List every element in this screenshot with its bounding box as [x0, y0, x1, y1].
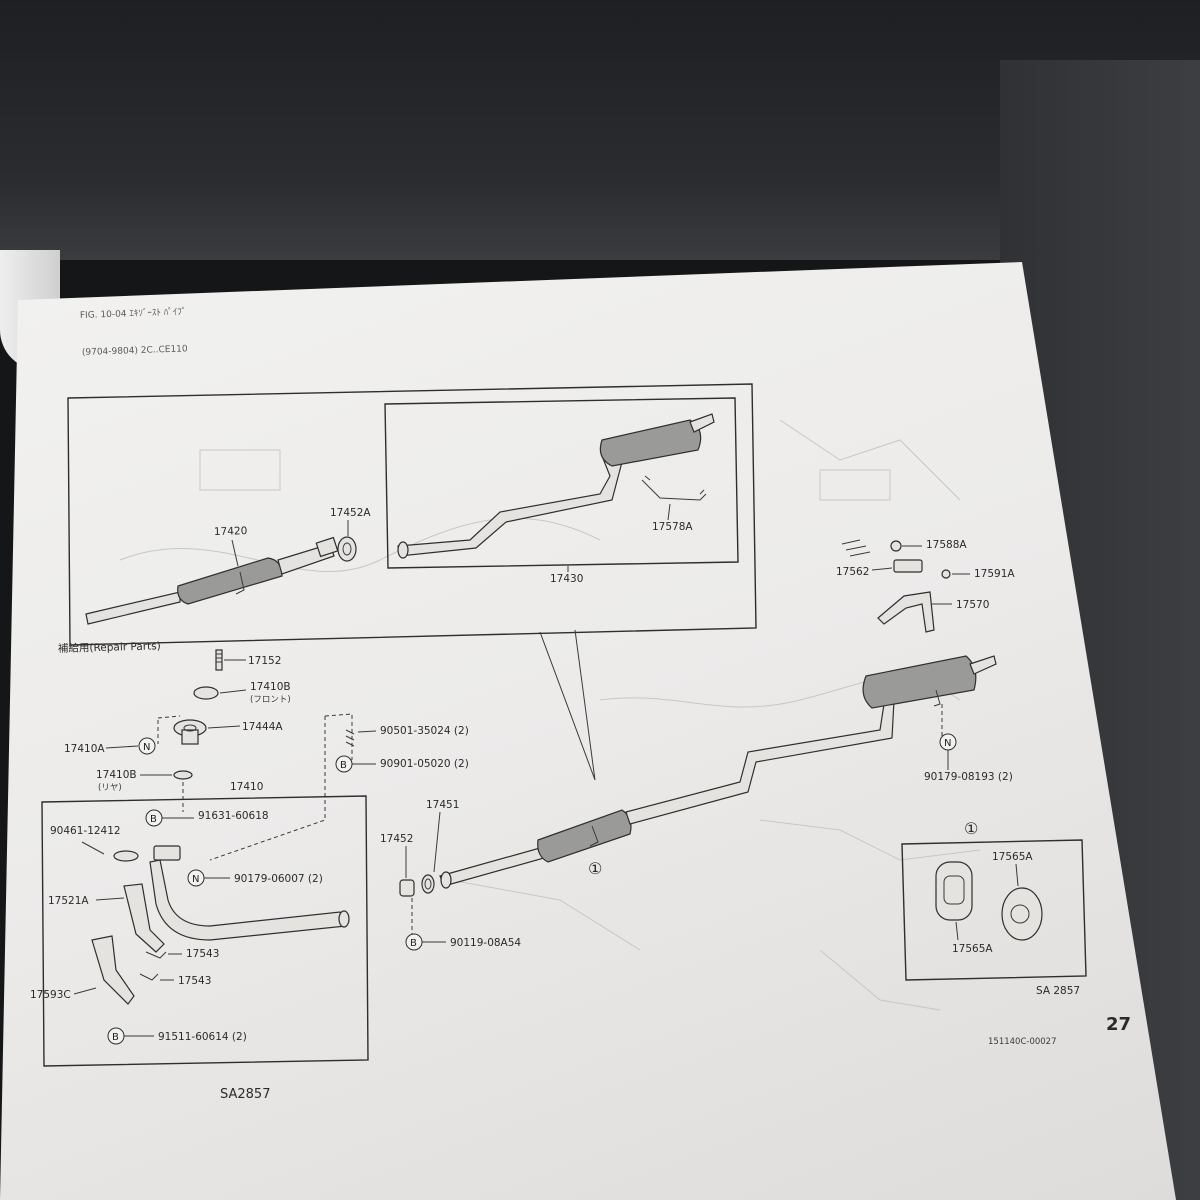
label-17591A: 17591A — [974, 568, 1015, 580]
rear-pipe-inset-frame — [384, 397, 739, 569]
svg-text:N: N — [192, 874, 199, 885]
callout-pointer — [539, 629, 596, 781]
svg-text:B: B — [340, 760, 347, 771]
label-90461-12412: 90461-12412 — [50, 825, 121, 837]
symbol-b-90119: B — [405, 933, 423, 951]
svg-text:B: B — [410, 938, 417, 949]
svg-text:N: N — [944, 738, 951, 749]
inset-hanger-frame — [901, 839, 1087, 981]
label-90179-08193: 90179-08193 (2) — [924, 771, 1013, 783]
label-17444A: 17444A — [242, 721, 283, 733]
bottom-sa-code: SA2857 — [220, 1087, 270, 1102]
gasket-17410B-rear — [173, 770, 193, 780]
label-17420: 17420 — [214, 525, 248, 538]
clamp-90461 — [113, 850, 139, 862]
label-91631-60618: 91631-60618 — [198, 810, 269, 822]
label-17570: 17570 — [956, 599, 989, 611]
bolt-17543-b — [139, 973, 159, 981]
nut-17591A — [941, 569, 951, 579]
repair-parts-frame — [67, 383, 757, 646]
flange-17444A — [173, 719, 207, 745]
nut-17588A — [890, 540, 902, 552]
heat-insulator-17593C — [91, 935, 135, 1005]
label-17521A: 17521A — [48, 895, 89, 907]
bolt-17543-a — [145, 951, 167, 959]
symbol-n-90179-06007: N — [187, 869, 205, 887]
label-17565A-top: 17565A — [992, 851, 1033, 863]
label-17562: 17562 — [836, 566, 869, 578]
inset-sa-code: SA 2857 — [1036, 985, 1080, 997]
label-17452: 17452 — [380, 833, 413, 845]
label-17152: 17152 — [248, 655, 281, 667]
gasket-17452 — [399, 879, 415, 897]
catalog-code: 151140C-00027 — [988, 1037, 1057, 1047]
circle-one-marker: ① — [588, 859, 602, 878]
label-front: (フロント) — [250, 695, 291, 705]
label-90901-05020: 90901-05020 (2) — [380, 758, 469, 770]
cushion-17562 — [893, 559, 923, 573]
stud-17152 — [215, 649, 223, 671]
center-pipe-assembly — [439, 683, 895, 889]
inset-circle-one: ① — [964, 819, 978, 838]
hanger-17565A-a — [935, 861, 973, 921]
label-90501-35024: 90501-35024 (2) — [380, 725, 469, 737]
symbol-b-90901: B — [335, 755, 353, 773]
gasket-17410B-front — [193, 686, 219, 700]
label-rear: (リヤ) — [98, 783, 122, 793]
svg-text:N: N — [143, 742, 150, 753]
symbol-n-17410A: N — [138, 737, 156, 755]
svg-text:B: B — [150, 814, 157, 825]
figure-title: FIG. 10-04 ｴｷｿﾞｰｽﾄ ﾊﾟｲﾌﾟ — [80, 306, 187, 321]
label-17410B-front: 17410B — [250, 681, 291, 693]
label-17543-b: 17543 — [178, 975, 211, 987]
label-17410A: 17410A — [64, 743, 105, 755]
hanger-17565A-b — [1001, 887, 1043, 941]
repair-parts-label: 補給用(Repair Parts) — [58, 639, 161, 655]
label-17578A: 17578A — [652, 521, 693, 533]
label-91511-60614: 91511-60614 (2) — [158, 1031, 247, 1043]
model-code: (9704-9804) 2C..CE110 — [82, 344, 188, 358]
label-17452A: 17452A — [330, 507, 371, 519]
bracket-17578A — [641, 475, 707, 501]
svg-text:B: B — [112, 1032, 119, 1043]
gasket-17452A — [337, 536, 357, 562]
label-17588A: 17588A — [926, 539, 967, 551]
label-17451: 17451 — [426, 799, 459, 811]
rear-pipe-17430 — [397, 413, 715, 559]
label-17410B-rear: 17410B — [96, 769, 137, 781]
bracket-17570 — [877, 591, 935, 633]
label-17430: 17430 — [550, 573, 583, 585]
front-pipe-17420 — [85, 536, 339, 625]
label-17593C: 17593C — [30, 989, 71, 1001]
symbol-b-91511: B — [107, 1027, 125, 1045]
symbol-b-91631: B — [145, 809, 163, 827]
label-90179-06007: 90179-06007 (2) — [234, 873, 323, 885]
page-number: 27 — [1106, 1014, 1131, 1035]
assembly-17410-frame — [41, 795, 369, 1067]
label-90119-08A54: 90119-08A54 — [450, 937, 521, 949]
front-pipe-17410 — [149, 845, 350, 941]
spring-90501 — [345, 729, 355, 747]
label-17565A-bottom: 17565A — [952, 943, 993, 955]
bolts-17588A — [841, 539, 871, 557]
gasket-17451 — [421, 874, 435, 894]
heat-insulator-17521A — [123, 883, 165, 953]
symbol-n-90179-08193: N — [939, 733, 957, 751]
tail-muffler — [862, 655, 997, 709]
label-17410: 17410 — [230, 781, 263, 793]
label-17543-a: 17543 — [186, 948, 219, 960]
